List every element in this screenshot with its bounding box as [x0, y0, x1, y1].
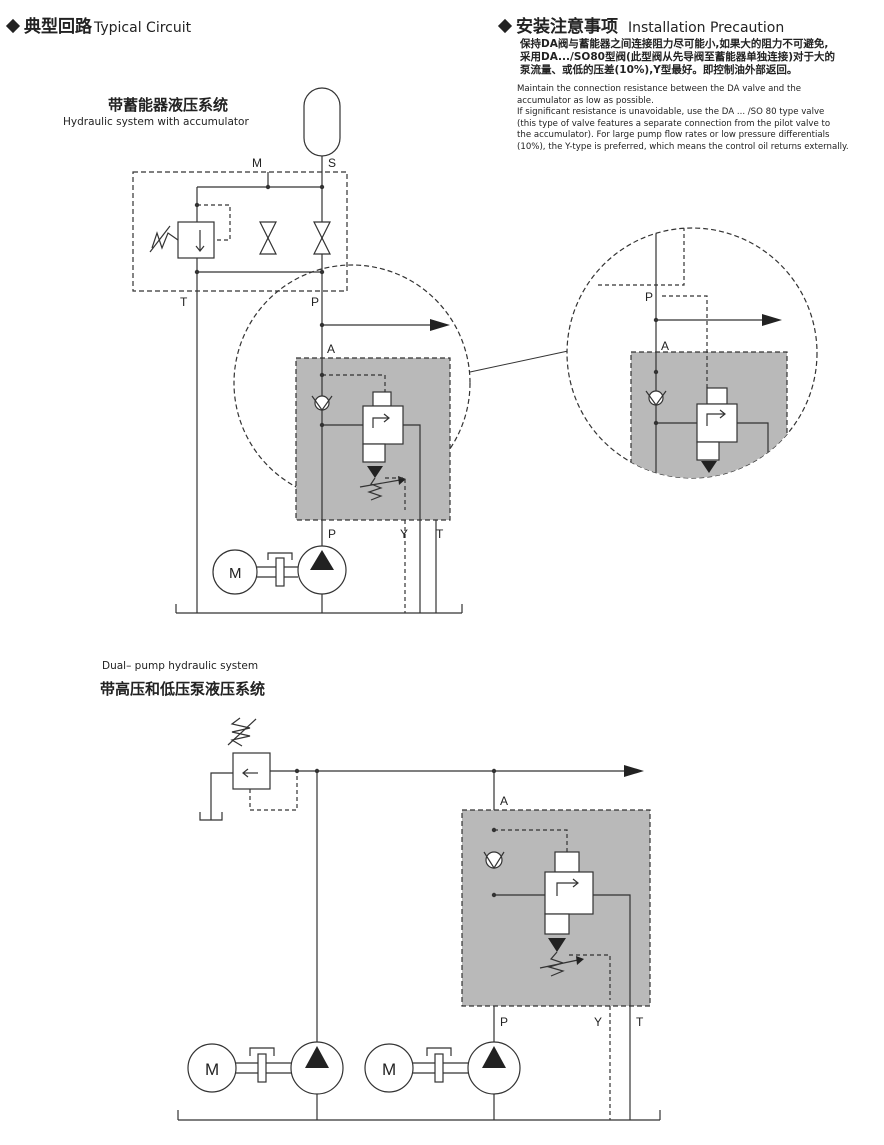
installation-notes-en: Maintain the connection resistance betwe…: [517, 84, 882, 153]
note-en-line: Maintain the connection resistance betwe…: [517, 84, 802, 94]
diagram1-caption-cn: 带蓄能器液压系统: [108, 96, 229, 114]
tank-icon: [199, 812, 223, 821]
flow-arrow-icon: [624, 765, 644, 777]
motor-label: M: [382, 1060, 396, 1079]
typical-circuit-title-cn: 典型回路: [24, 17, 92, 37]
port-label-a: A: [500, 794, 508, 808]
port-label-t: T: [636, 1015, 644, 1029]
spring-icon: [230, 717, 251, 747]
relief-valve-icon: [232, 752, 271, 790]
coupling-icon: [257, 1053, 267, 1083]
note-cn-line: 保持DA阀与蓄能器之间连接阻力尽可能小,如果大的阻力不可避免,: [520, 38, 829, 50]
diagram1-caption-en: Hydraulic system with accumulator: [63, 116, 249, 128]
pilot-valve-icon: [362, 405, 404, 445]
diagram1-labels: M S T P A P Y T M: [180, 156, 444, 582]
detail-port-label-p: P: [645, 290, 653, 304]
port-label-s: S: [328, 156, 336, 170]
port-label-p: P: [311, 295, 319, 309]
diagram1: [132, 87, 569, 614]
safety-block-outline: [132, 171, 348, 292]
note-en-line: the accumulator). For large pump flow ra…: [517, 130, 830, 140]
motor-icon: [364, 1043, 414, 1093]
accumulator-icon: [303, 87, 341, 157]
motor-icon: [212, 549, 258, 595]
installation-title-cn: 安装注意事项: [516, 17, 618, 37]
spring-icon: [367, 477, 383, 501]
port-label-y: Y: [400, 527, 408, 541]
port-label-p2: P: [328, 527, 336, 541]
diagram2-caption-cn: 带高压和低压泵液压系统: [100, 680, 266, 698]
zoom-connector-line: [469, 350, 569, 373]
typical-circuit-title-en: Typical Circuit: [94, 20, 192, 36]
diagram2-labels: A P Y T M M: [205, 794, 644, 1079]
port-label-t2: T: [436, 527, 444, 541]
port-label-p: P: [500, 1015, 508, 1029]
detail-view: [566, 227, 818, 479]
detail-port-label-a: A: [661, 339, 669, 353]
installation-heading: 安装注意事项 Installation Precaution: [497, 12, 785, 37]
port-label-a: A: [327, 342, 335, 356]
port-label-t: T: [180, 295, 188, 309]
coupling-icon: [275, 557, 285, 587]
diagram2: [177, 717, 661, 1121]
note-cn-line: 泵流量、或低的压差(10%),Y型最好。即控制油外部返回。: [520, 64, 798, 76]
note-en-line: If significant resistance is unavoidable…: [517, 107, 825, 117]
pilot-valve-icon: [544, 871, 594, 915]
motor-label: M: [205, 1060, 219, 1079]
installation-title-en: Installation Precaution: [628, 20, 785, 36]
installation-notes: 保持DA阀与蓄能器之间连接阻力尽可能小,如果大的阻力不可避免, 采用DA.../…: [520, 38, 882, 77]
coupling-icon: [434, 1053, 444, 1083]
shutoff-valve-icon: [259, 221, 277, 255]
relief-valve-icon: [177, 221, 215, 259]
note-en-line: (this type of valve features a separate …: [517, 118, 831, 129]
note-en-line: accumulator as low as possible.: [517, 95, 654, 106]
port-label-y: Y: [594, 1015, 602, 1029]
motor-label: M: [229, 565, 242, 582]
note-en-line: (10%), the Y-type is preferred, which me…: [517, 141, 849, 152]
flow-arrow-icon: [430, 319, 450, 331]
spring-icon: [151, 231, 179, 250]
diagram2-caption-en: Dual– pump hydraulic system: [102, 660, 259, 672]
port-label-m: M: [252, 156, 262, 170]
shutoff-valve-icon: [313, 221, 331, 255]
note-cn-line: 采用DA.../SO80型阀(此型阀从先导阀至蓄能器单独连接)对于大的: [520, 51, 836, 63]
detail-labels: P A: [645, 290, 669, 353]
motor-icon: [187, 1043, 237, 1093]
